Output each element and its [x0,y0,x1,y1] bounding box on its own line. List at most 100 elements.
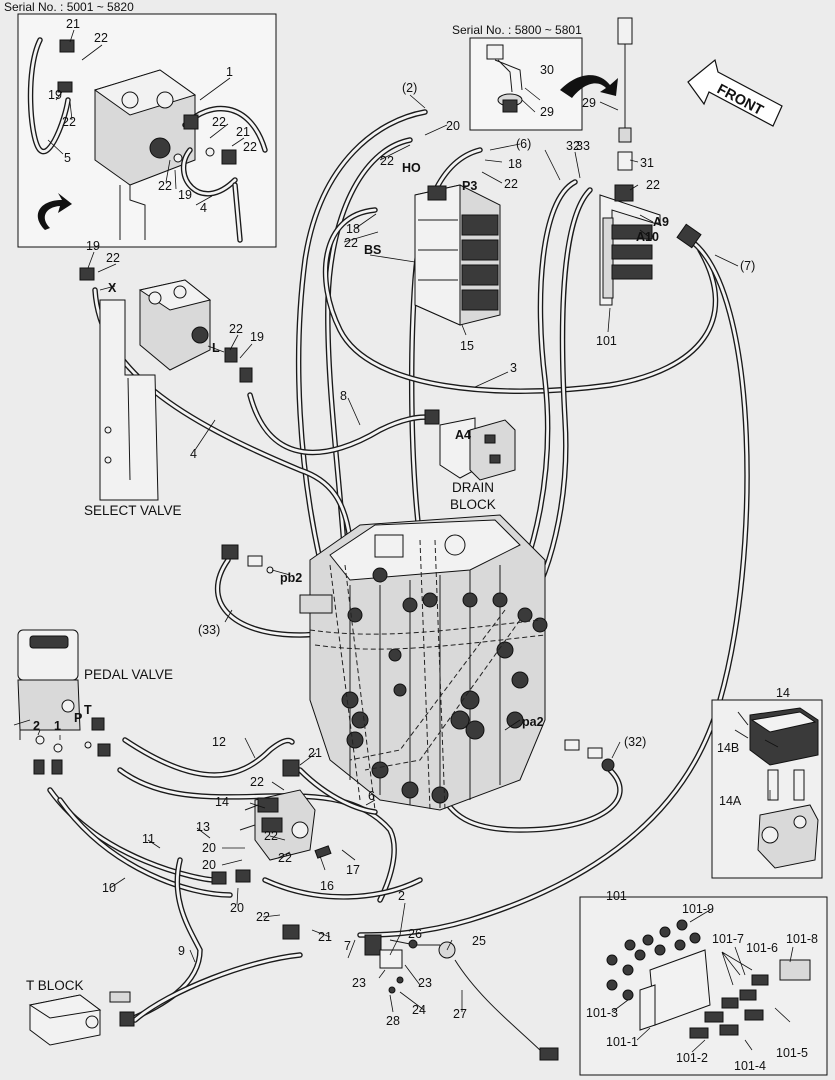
label-22: 22 [256,910,270,924]
label-17: 17 [346,863,360,877]
port-ho: HO [402,161,421,175]
port-a4: A4 [455,428,471,442]
label-101: 101 [596,334,617,348]
label-22: 22 [380,154,394,168]
label-22: 22 [229,322,243,336]
label-101-2: 101-2 [676,1051,708,1065]
label-2-ref: (2) [402,81,417,95]
label-22: 22 [264,829,278,843]
t-block-caption: T BLOCK [26,978,84,993]
label-101-6: 101-6 [746,941,778,955]
label-23: 23 [352,976,366,990]
label-22: 22 [250,775,264,789]
label-29: 29 [540,105,554,119]
port-labels: HO P3 BS A9 A10 A4 X L pb2 pa2 P T [74,161,669,729]
label-23: 23 [418,976,432,990]
pedal-valve [17,629,111,775]
label-9: 9 [178,944,185,958]
label-10: 10 [102,881,116,895]
label-25: 25 [472,934,486,948]
label-22: 22 [344,236,358,250]
label-31: 31 [640,156,654,170]
label-21: 21 [308,746,322,760]
label-20: 20 [230,901,244,915]
label-21: 21 [318,930,332,944]
label-19: 19 [178,188,192,202]
label-33-ref: (33) [198,623,220,637]
label-22: 22 [62,115,76,129]
drain-block-caption-1: DRAIN [452,480,494,495]
label-12: 12 [212,735,226,749]
label-19: 19 [48,88,62,102]
label-14-inset: 14 [776,686,790,700]
label-4: 4 [200,201,207,215]
label-20: 20 [202,858,216,872]
label-22: 22 [106,251,120,265]
label-14A: 14A [719,794,742,808]
label-2: 2 [398,889,405,903]
label-32: 32 [566,139,580,153]
label-8: 8 [340,389,347,403]
label-22: 22 [212,115,226,129]
distribution-block-101 [599,184,702,306]
port-pa2: pa2 [522,715,544,729]
port-p3: P3 [462,179,477,193]
label-15: 15 [460,339,474,353]
label-22: 22 [243,140,257,154]
serial-number-main: Serial No. : 5001 ~ 5820 [4,0,134,14]
port-pb2: pb2 [280,571,302,585]
inset-pointer-arrow [37,193,72,230]
label-2-pedal: 2 [33,719,40,733]
switch-pointer-arrow [560,75,618,98]
drain-block [424,409,516,481]
port-p: P [74,711,82,725]
label-3: 3 [510,361,517,375]
pb2-fittings [221,544,274,574]
t-block [28,991,135,1046]
port-l: L [212,341,220,355]
label-14: 14 [215,795,229,809]
label-101-5: 101-5 [776,1046,808,1060]
label-101-1: 101-1 [606,1035,638,1049]
sensor-group-25 [364,934,559,1061]
label-29: 29 [582,96,596,110]
label-21: 21 [236,125,250,139]
label-22: 22 [158,179,172,193]
label-22: 22 [278,851,292,865]
captions: SELECT VALVE DRAIN BLOCK PEDAL VALVE T B… [26,480,496,993]
label-28: 28 [386,1014,400,1028]
label-101-9: 101-9 [682,902,714,916]
inset-101 [579,896,828,1076]
label-33: 33 [576,139,590,153]
inset-14 [711,699,823,879]
label-27: 27 [453,1007,467,1021]
label-6-ref: (6) [516,137,531,151]
label-20: 20 [202,841,216,855]
label-4: 4 [190,447,197,461]
select-valve-caption: SELECT VALVE [84,503,182,518]
front-arrow: FRONT [687,58,783,127]
label-6: 6 [368,789,375,803]
label-20: 20 [446,119,460,133]
hose-lines [47,109,750,1056]
label-32-ref: (32) [624,735,646,749]
label-22: 22 [646,178,660,192]
label-26: 26 [408,927,422,941]
port-x: X [108,281,117,295]
label-19: 19 [86,239,100,253]
label-1-pedal: 1 [54,719,61,733]
label-7-ref: (7) [740,259,755,273]
label-101-inset: 101 [606,889,627,903]
label-22: 22 [94,31,108,45]
pa2-fittings [564,739,615,772]
label-101-4: 101-4 [734,1059,766,1073]
label-22: 22 [504,177,518,191]
label-101-3: 101-3 [586,1006,618,1020]
shuttle-valve-14 [211,759,332,940]
main-control-valve [299,514,548,811]
port-bs: BS [364,243,381,257]
pressure-sensor [617,17,633,171]
label-101-8: 101-8 [786,932,818,946]
select-valve [79,267,253,501]
